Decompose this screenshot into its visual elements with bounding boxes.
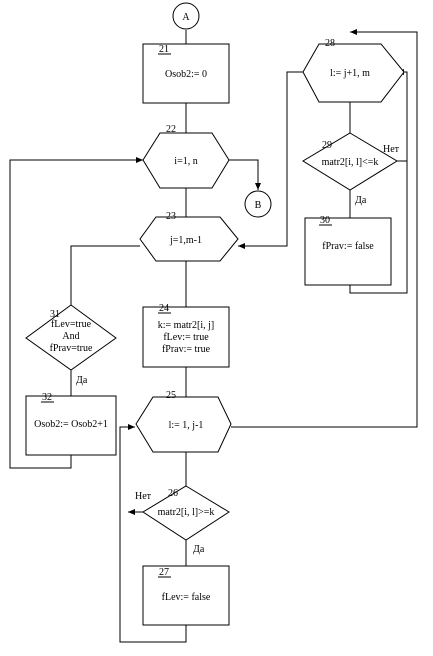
block-26-number: 26 — [168, 488, 178, 499]
block-24-line-3: fPrav:= true — [162, 344, 211, 355]
block-23-loop: 23 j=1,m-1 — [139, 211, 239, 262]
block-21-process: 21 Osob2:= 0 — [142, 43, 230, 104]
block-31-line-1: fLev=true — [51, 319, 92, 330]
block-26-yes-label: Да — [193, 544, 205, 555]
block-23-number: 23 — [166, 211, 176, 222]
block-29-yes-label: Да — [355, 195, 367, 206]
connector-start: A — [172, 2, 200, 30]
block-29-number: 29 — [322, 140, 332, 151]
block-31-line-3: fPrav=true — [50, 343, 93, 354]
block-25-text: l:= 1, j-1 — [169, 420, 204, 431]
block-21-text: Osob2:= 0 — [165, 69, 207, 80]
block-31-yes-label: Да — [76, 375, 88, 386]
block-31-decision: 31 fLev=true And fPrav=true Да — [25, 304, 117, 386]
block-22-text: i=1, n — [174, 156, 197, 167]
block-31-number: 31 — [50, 309, 60, 320]
block-25-number: 25 — [166, 390, 176, 401]
block-24-number: 24 — [159, 303, 169, 314]
block-29-text: matr2[i, l]<=k — [322, 157, 379, 168]
block-32-number: 32 — [42, 392, 52, 403]
block-28-text: l:= j+1, m — [330, 68, 370, 79]
block-27-process: 27 fLev:= false — [142, 565, 230, 626]
block-21-number: 21 — [159, 44, 169, 55]
block-28-loop: 28 l:= j+1, m — [302, 38, 405, 103]
connector-start-label: A — [182, 12, 190, 23]
block-24-line-2: fLev:= true — [163, 332, 209, 343]
block-22-loop: 22 i=1, n — [142, 124, 230, 189]
block-26-no-label: Нет — [135, 491, 152, 502]
block-24-line-1: k:= matr2[i, j] — [158, 320, 214, 331]
block-27-text: fLev:= false — [162, 592, 211, 603]
block-28-number: 28 — [325, 38, 335, 49]
block-26-text: matr2[i, l]>=k — [158, 507, 215, 518]
connector-exit: B — [244, 190, 272, 218]
block-29-decision: 29 matr2[i, l]<=k Нет Да — [302, 132, 400, 206]
block-24-process: 24 k:= matr2[i, j] fLev:= true fPrav:= t… — [142, 303, 230, 368]
block-23-text: j=1,m-1 — [169, 235, 202, 246]
block-30-process: 30 fPrav:= false — [304, 215, 392, 286]
block-32-text: Osob2:= Osob2+1 — [34, 419, 108, 430]
block-26-decision: 26 matr2[i, l]>=k Нет Да — [135, 485, 230, 555]
connector-exit-label: B — [255, 200, 262, 211]
block-22-number: 22 — [166, 124, 176, 135]
block-30-number: 30 — [320, 215, 330, 226]
block-27-number: 27 — [159, 567, 169, 578]
block-31-line-2: And — [62, 331, 79, 342]
block-32-process: 32 Osob2:= Osob2+1 — [25, 392, 117, 456]
block-29-no-label: Нет — [383, 144, 400, 155]
block-30-text: fPrav:= false — [322, 241, 374, 252]
block-25-loop: 25 l:= 1, j-1 — [135, 390, 232, 453]
